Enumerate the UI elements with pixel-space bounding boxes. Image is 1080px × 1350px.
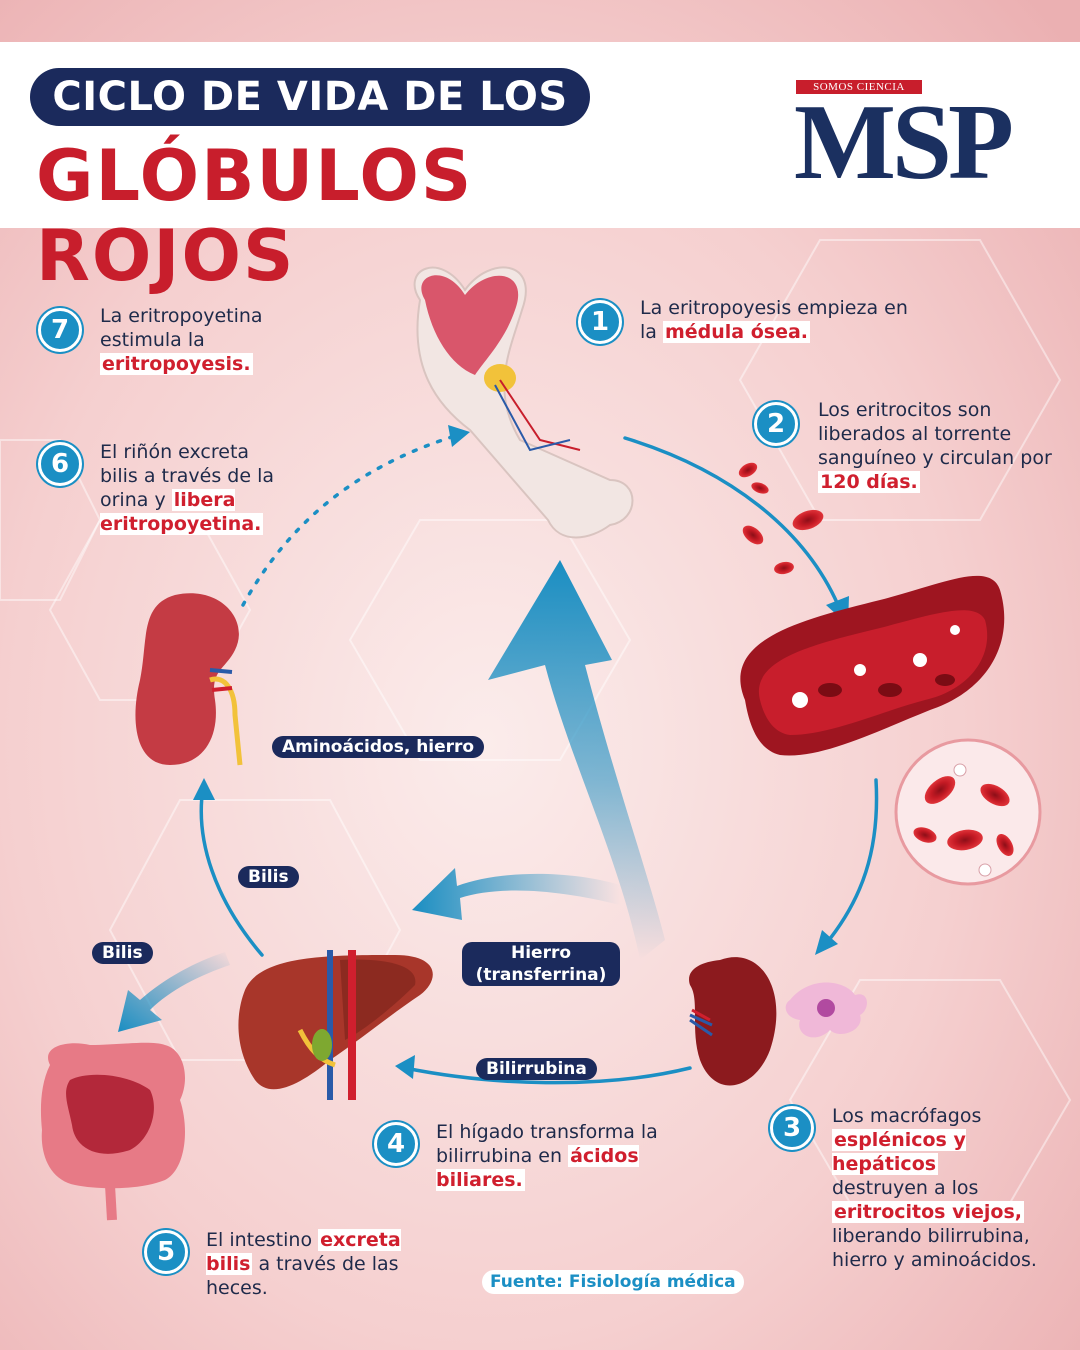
step-3-highlight-1: esplénicos y hepáticos (832, 1129, 966, 1175)
title-line-1: CICLO DE VIDA DE LOS (30, 68, 590, 126)
step-3-text: Los macrófagos esplénicos y hepáticos de… (832, 1104, 1052, 1272)
kidney-icon (135, 593, 243, 766)
iron-arrow (412, 868, 620, 920)
step-4-number: 4 (374, 1122, 418, 1166)
floating-cells (738, 462, 824, 575)
source-note: Fuente: Fisiología médica (482, 1270, 744, 1294)
msp-logo: MSP (794, 83, 1014, 202)
step-5-pre: El intestino (206, 1229, 319, 1251)
step-3-number: 3 (770, 1106, 814, 1150)
step-1-body: La eritropoyesis empieza en la (640, 297, 908, 343)
label-hierro: Hierro (transferrina) (462, 942, 620, 986)
step-6-body: El riñón excreta bilis a través de la or… (100, 441, 275, 511)
label-bilis-kidney: Bilis (238, 866, 299, 888)
step-5-number: 5 (144, 1230, 188, 1274)
label-hierro-line2: (transferrina) (475, 965, 607, 985)
step-3-mid: destruyen a los (832, 1177, 979, 1199)
intestine-arrow (118, 952, 230, 1032)
macrophage-icon (785, 982, 867, 1038)
step-4-text: El hígado transforma la bilirrubina en á… (436, 1120, 696, 1192)
central-up-arrow (488, 560, 665, 960)
label-bilis-intestine: Bilis (92, 942, 153, 964)
step-2-text: Los eritrocitos son liberados al torrent… (818, 398, 1068, 494)
step-7-body: La eritropoyetina estimula la (100, 305, 263, 351)
bone-icon (413, 266, 634, 539)
intestine-icon (40, 1042, 186, 1221)
step-7-number: 7 (38, 308, 82, 352)
step-2-body: Los eritrocitos son liberados al torrent… (818, 399, 1052, 469)
step-1-text: La eritropoyesis empieza en la médula ós… (640, 296, 930, 344)
label-bilirrubina: Bilirrubina (476, 1058, 597, 1080)
step-6-text: El riñón excreta bilis a través de la or… (100, 440, 290, 536)
spleen-icon (689, 957, 777, 1086)
label-aminoacidos: Aminoácidos, hierro (272, 736, 485, 758)
logo-tagline: SOMOS CIENCIA (796, 80, 922, 94)
step-3-post: liberando bilirrubina, hierro y aminoáci… (832, 1225, 1037, 1271)
step-6-number: 6 (38, 442, 82, 486)
step-7-text: La eritropoyetina estimula la eritropoye… (100, 304, 300, 376)
step-4-body: El hígado transforma la bilirrubina en (436, 1121, 658, 1167)
magnified-blood-icon (894, 738, 1042, 886)
step-5-text: El intestino excreta bilis a través de l… (206, 1228, 436, 1300)
step-5-post: a través de las heces. (206, 1253, 399, 1299)
step-1-number: 1 (578, 300, 622, 344)
step-1-highlight: médula ósea. (662, 321, 811, 343)
step-2-number: 2 (754, 402, 798, 446)
title-line-2: GLÓBULOS ROJOS (36, 135, 474, 297)
step-7-highlight: eritropoyesis. (100, 353, 253, 375)
step-3-highlight-2: eritrocitos viejos, (832, 1201, 1024, 1223)
liver-icon (238, 950, 433, 1100)
step-3-pre: Los macrófagos (832, 1105, 982, 1127)
label-hierro-line1: Hierro (510, 943, 572, 963)
blood-vessel-icon (740, 575, 1005, 756)
step-2-highlight: 120 días. (818, 471, 920, 493)
